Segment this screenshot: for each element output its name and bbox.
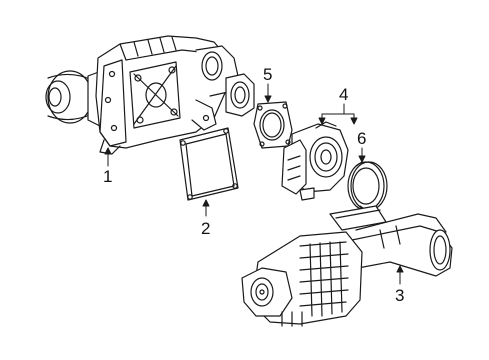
callout-3: 3 <box>395 286 404 305</box>
callout-5: 5 <box>263 65 272 84</box>
leader-lines <box>104 83 404 285</box>
callout-labels: 1 2 3 4 5 6 <box>103 65 404 305</box>
air-cleaner-part <box>241 205 453 327</box>
callout-2: 2 <box>201 219 210 238</box>
callout-4: 4 <box>339 85 348 104</box>
gasket-part <box>179 127 239 201</box>
callout-1: 1 <box>103 167 112 186</box>
callout-6: 6 <box>357 129 366 148</box>
throttle-body-part <box>281 121 349 201</box>
seal-part <box>347 161 388 211</box>
throttle-gasket-part <box>253 101 293 149</box>
supercharger-part <box>45 35 255 155</box>
